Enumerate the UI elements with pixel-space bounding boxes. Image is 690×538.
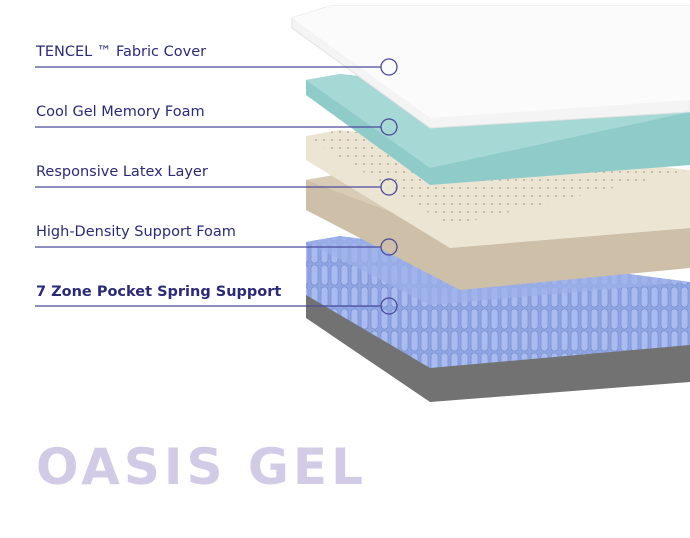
label-pocket-spring: 7 Zone Pocket Spring Support <box>36 284 282 300</box>
label-fabric-cover: TENCEL ™ Fabric Cover <box>36 44 207 60</box>
label-gel-memory-foam: Cool Gel Memory Foam <box>36 104 205 120</box>
label-latex-layer: Responsive Latex Layer <box>36 164 208 180</box>
base-layer <box>306 275 690 402</box>
leader-lines <box>35 58 398 315</box>
label-support-foam: High-Density Support Foam <box>36 224 236 240</box>
product-title: OASIS GEL <box>36 438 367 496</box>
